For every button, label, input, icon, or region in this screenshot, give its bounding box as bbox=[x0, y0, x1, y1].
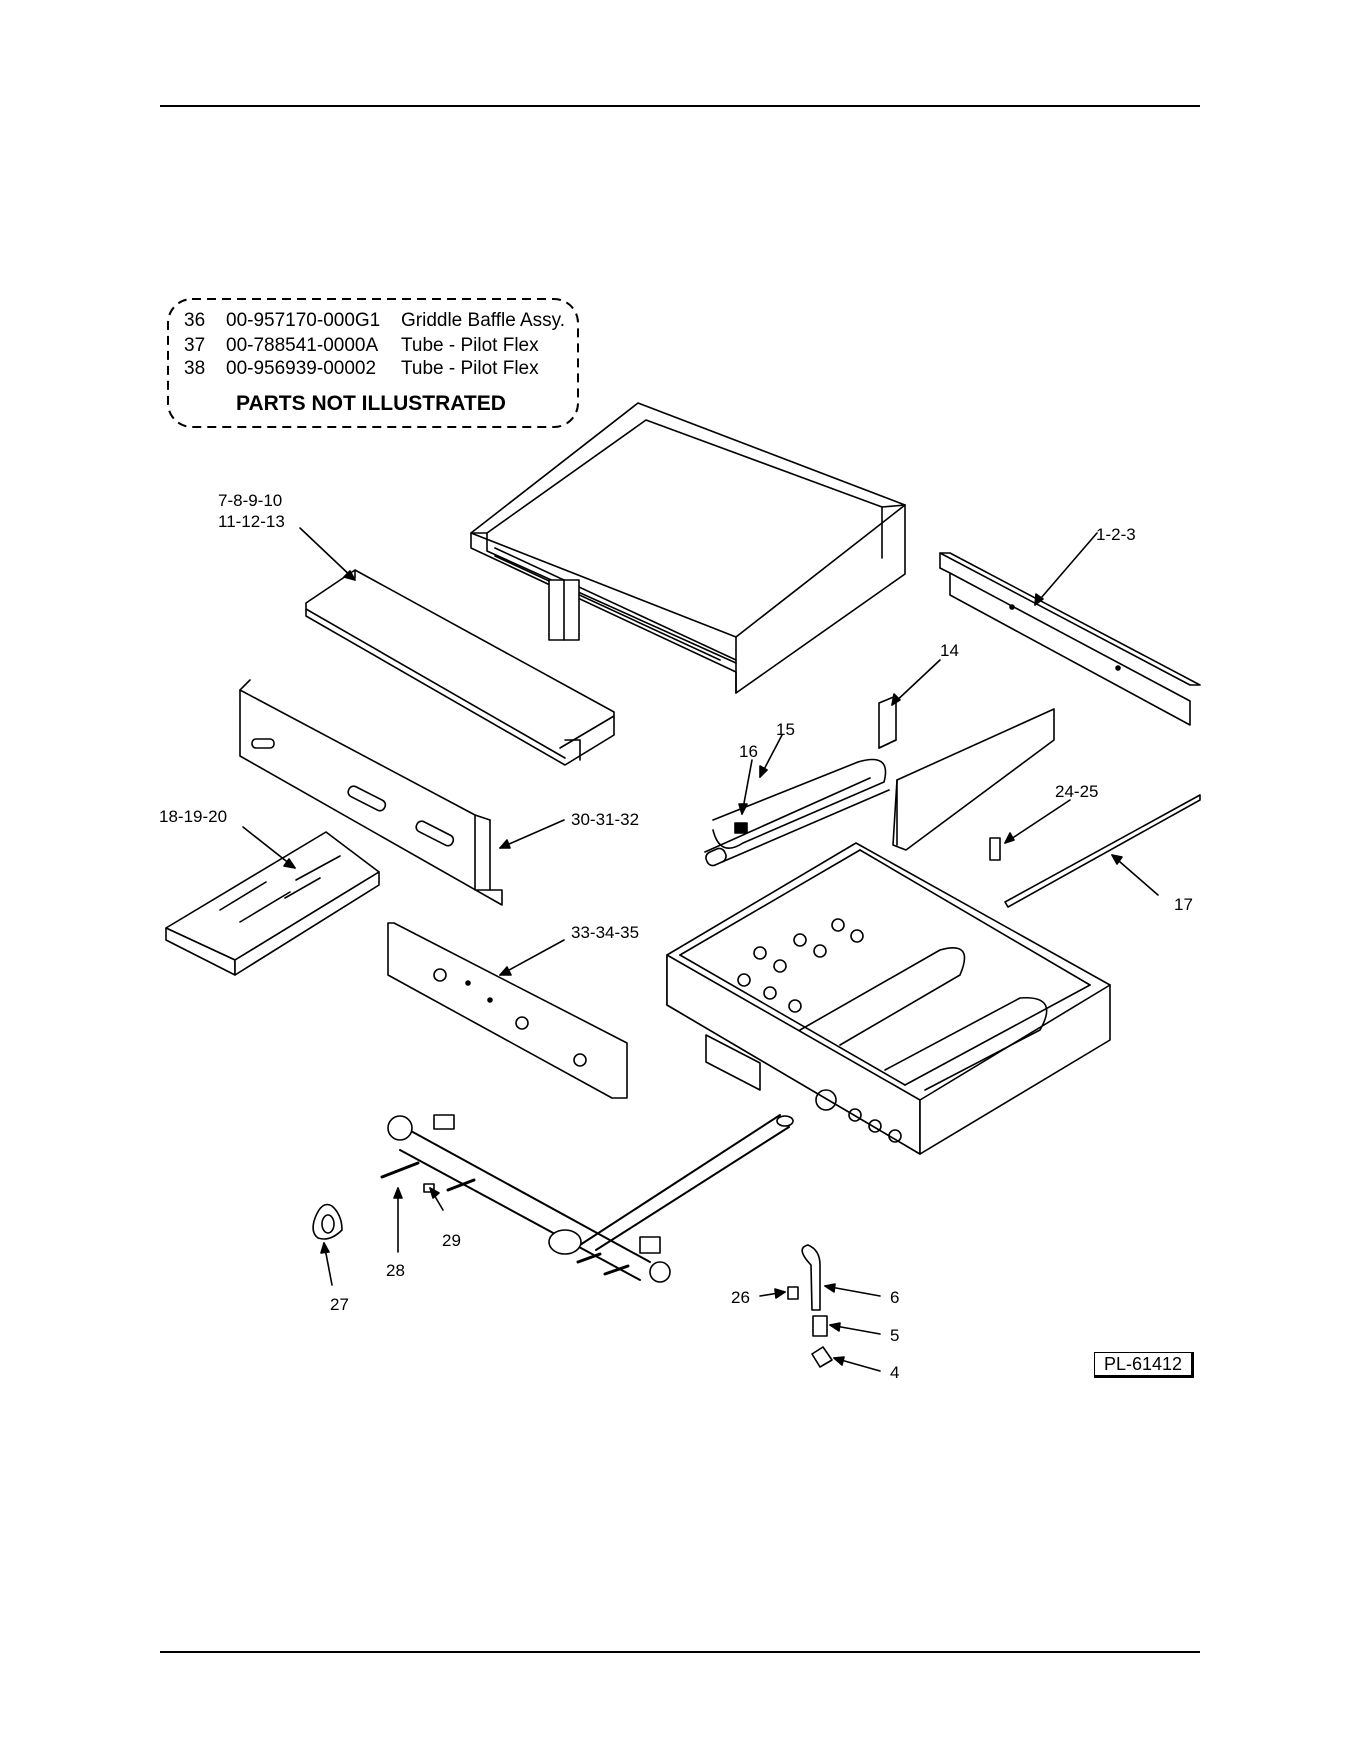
drip-tray bbox=[166, 832, 379, 975]
rear-strip bbox=[940, 553, 1200, 725]
drawing-reference: PL-61412 bbox=[1094, 1352, 1194, 1378]
control-knob bbox=[313, 1205, 342, 1240]
callout-7-10: 7-8-9-10 bbox=[218, 491, 282, 510]
callout-6: 6 bbox=[890, 1288, 899, 1307]
valves bbox=[382, 1163, 628, 1274]
callout-15: 15 bbox=[776, 720, 795, 739]
callout-14: 14 bbox=[940, 641, 959, 660]
fitting-26 bbox=[788, 1287, 798, 1299]
heat-shield bbox=[893, 709, 1054, 860]
front-panel bbox=[388, 923, 627, 1098]
callout-11-13: 11-12-13 bbox=[218, 512, 285, 531]
fitting-5 bbox=[813, 1316, 827, 1336]
callout-1-3: 1-2-3 bbox=[1096, 525, 1136, 544]
rod-17 bbox=[1005, 795, 1200, 907]
callout-24-25: 24-25 bbox=[1055, 782, 1098, 801]
pilot-tube bbox=[802, 1245, 820, 1310]
callout-28: 28 bbox=[386, 1261, 405, 1280]
callout-30-32: 30-31-32 bbox=[571, 810, 639, 829]
callout-4: 4 bbox=[890, 1363, 899, 1382]
callout-16: 16 bbox=[739, 742, 758, 761]
callout-29: 29 bbox=[442, 1231, 461, 1250]
griddle-plate bbox=[471, 403, 905, 693]
callout-27: 27 bbox=[330, 1295, 349, 1314]
fitting-4 bbox=[812, 1347, 832, 1367]
callout-18-20: 18-19-20 bbox=[159, 807, 227, 826]
callout-5: 5 bbox=[890, 1326, 899, 1345]
griddle-body bbox=[667, 843, 1110, 1154]
callout-17: 17 bbox=[1174, 895, 1193, 914]
callout-33-35: 33-34-35 bbox=[571, 923, 639, 942]
callout-26: 26 bbox=[731, 1288, 750, 1307]
